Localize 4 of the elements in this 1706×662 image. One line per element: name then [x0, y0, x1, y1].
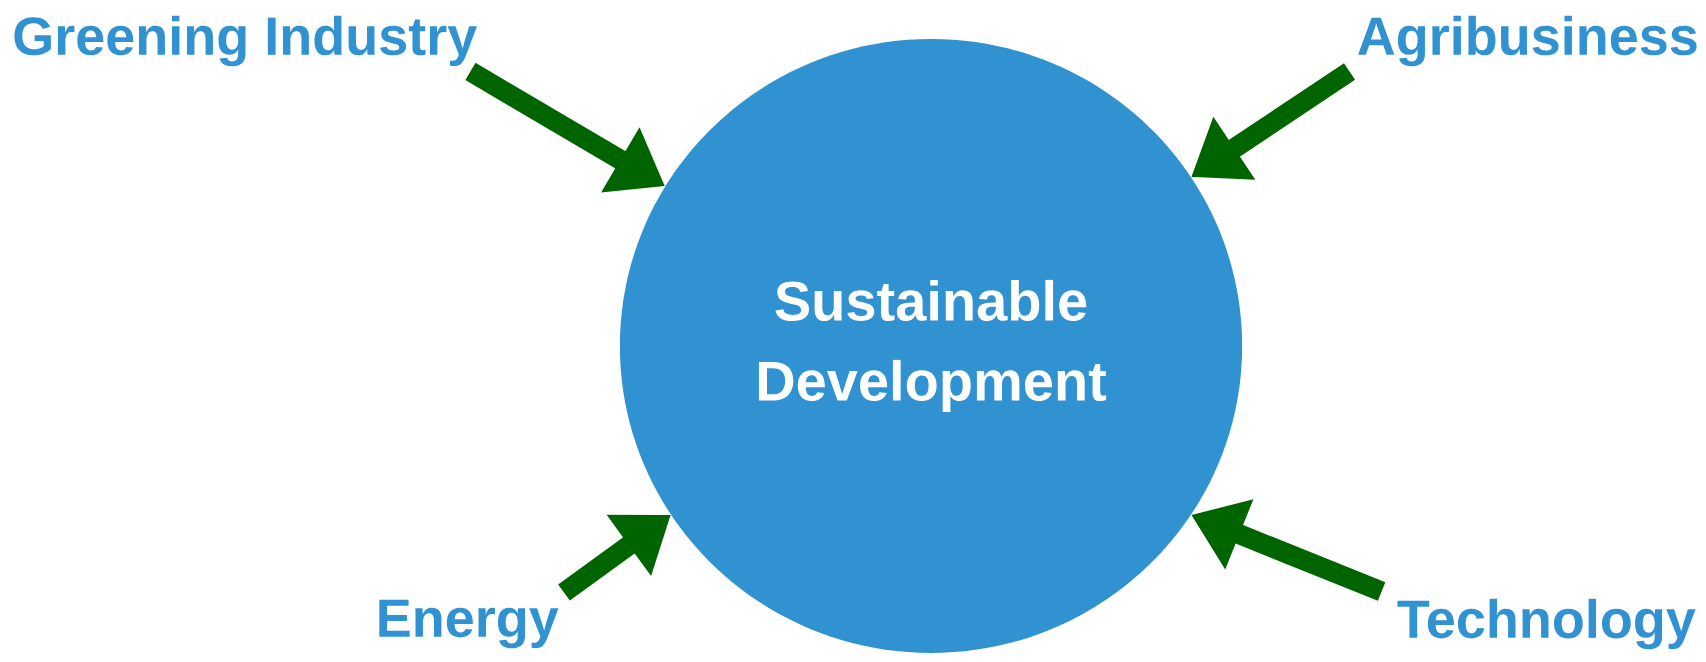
label: Greening Industry	[14, 15, 477, 67]
label: Agribusiness	[1358, 15, 1697, 67]
label: Technology	[1397, 598, 1696, 650]
label: Energy	[379, 599, 559, 649]
